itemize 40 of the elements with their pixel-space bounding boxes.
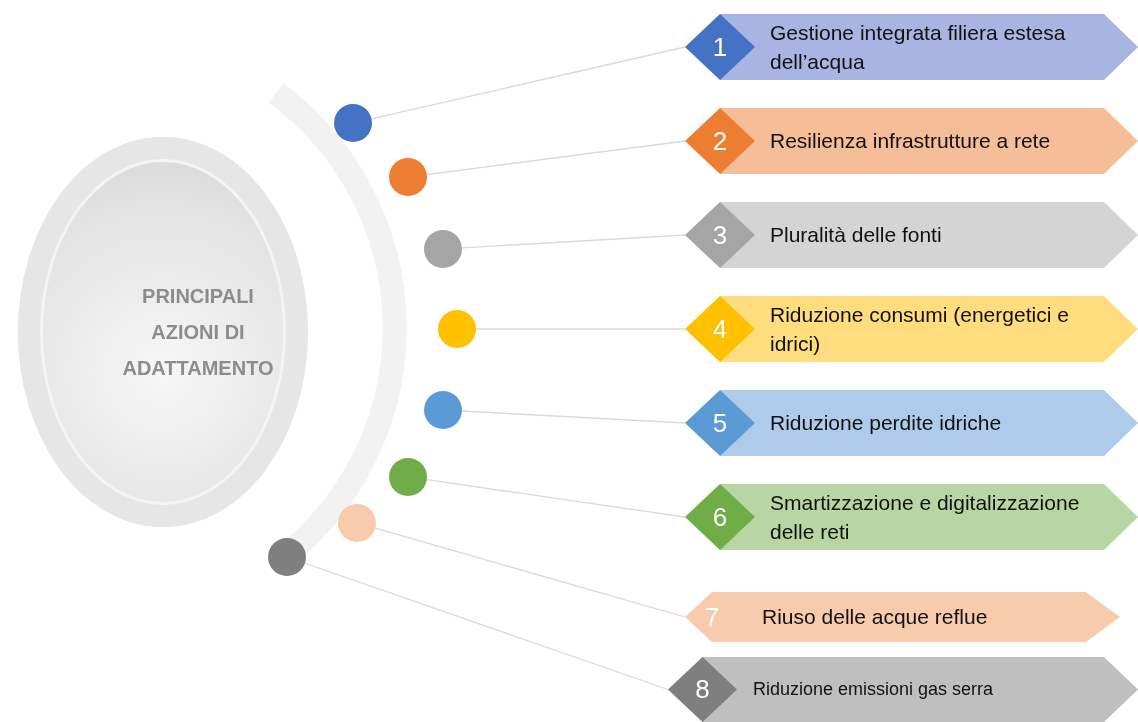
step-number: 5 bbox=[711, 406, 729, 440]
timeline-dot bbox=[334, 104, 372, 142]
timeline-dot bbox=[389, 458, 427, 496]
timeline-dot bbox=[424, 391, 462, 429]
banner-text: Gestione integrata filiera estesa dell’acqua bbox=[770, 19, 1067, 75]
banner-text: Riduzione emissioni gas serra bbox=[753, 677, 995, 701]
numbered-banner bbox=[685, 14, 1138, 80]
timeline-dot bbox=[389, 158, 427, 196]
banner-text: Riduzione consumi (energetici e idrici) bbox=[770, 301, 1070, 357]
center-title: PRINCIPALI AZIONI DI ADATTAMENTO bbox=[121, 284, 275, 381]
banner-text: Smartizzazione e digitalizzazione delle reti bbox=[770, 489, 1081, 545]
connector-line bbox=[461, 410, 686, 424]
connector-line bbox=[374, 527, 686, 618]
connector-line bbox=[426, 479, 686, 518]
numbered-banner bbox=[668, 657, 1138, 722]
banner-text: Pluralità delle fonti bbox=[770, 222, 943, 249]
step-number: 1 bbox=[711, 30, 729, 64]
connector-line bbox=[461, 234, 686, 249]
numbered-banner bbox=[685, 390, 1138, 456]
step-number: 2 bbox=[711, 124, 729, 158]
connector-line bbox=[426, 140, 686, 176]
step-number: 6 bbox=[711, 500, 729, 534]
step-number: 4 bbox=[711, 312, 729, 346]
numbered-banner bbox=[685, 592, 1120, 642]
step-number: 8 bbox=[694, 673, 711, 706]
banner-text: Resilienza infrastrutture a rete bbox=[770, 128, 1052, 155]
banner-text: Riduzione perdite idriche bbox=[770, 410, 1003, 437]
timeline-dot bbox=[438, 310, 476, 348]
numbered-banner bbox=[685, 484, 1138, 550]
connector-line bbox=[304, 562, 669, 691]
numbered-banner bbox=[685, 202, 1138, 268]
step-number: 7 bbox=[703, 600, 721, 634]
banner-text: Riuso delle acque reflue bbox=[762, 604, 989, 631]
timeline-dot bbox=[268, 538, 306, 576]
numbered-banner bbox=[685, 296, 1138, 362]
timeline-dot bbox=[338, 504, 376, 542]
timeline-dot bbox=[424, 230, 462, 268]
step-number: 3 bbox=[711, 218, 729, 252]
numbered-banner bbox=[685, 108, 1138, 174]
connector-line bbox=[370, 46, 686, 120]
